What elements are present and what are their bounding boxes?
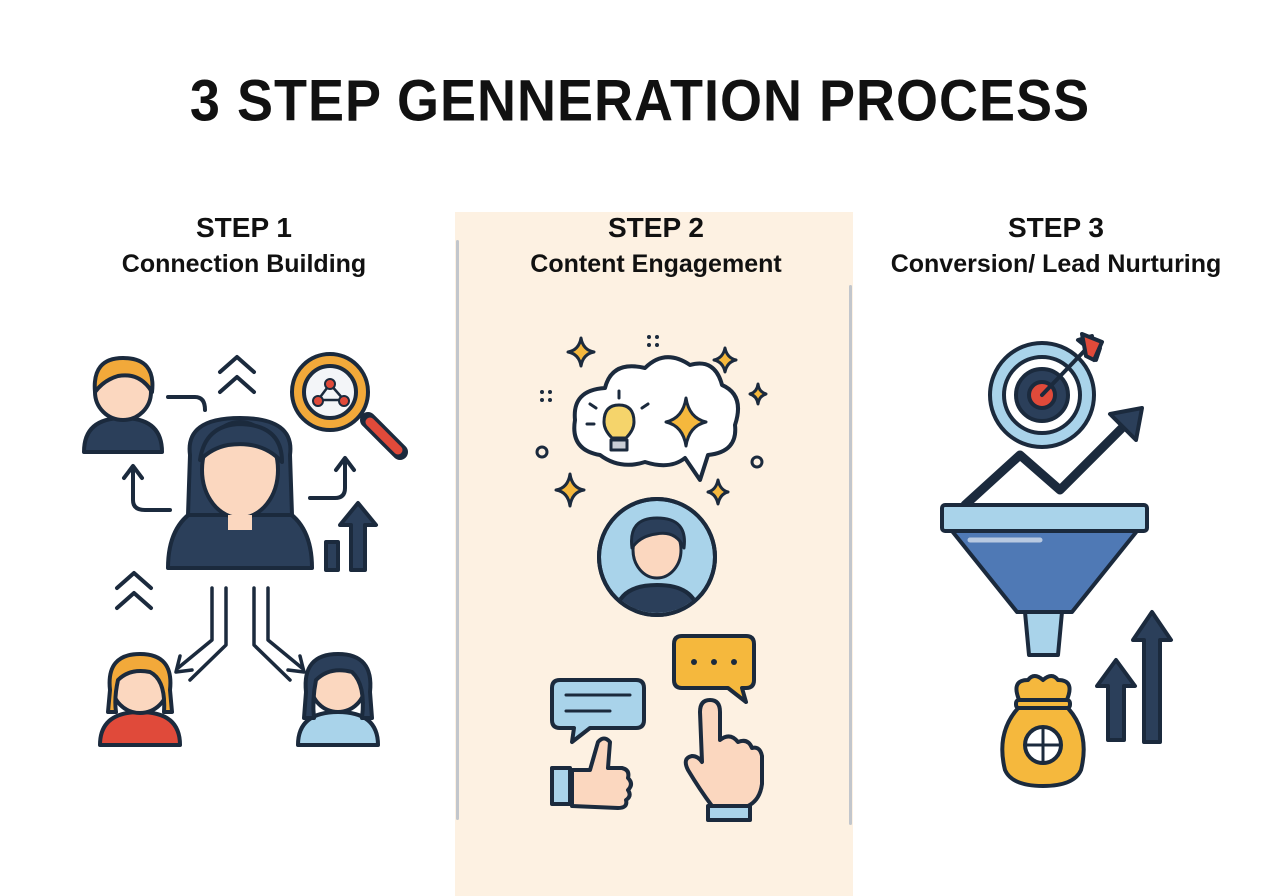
step-3-number: STEP 3 — [1008, 212, 1104, 243]
sparkle-icon — [554, 336, 768, 508]
funnel-icon — [940, 503, 1149, 657]
up-arrow-icon — [1095, 610, 1173, 744]
step-3-header: STEP 3 Conversion/ Lead Nurturing — [856, 210, 1256, 282]
chat-bubble-icon — [672, 634, 756, 704]
dots-decoration — [540, 335, 659, 402]
money-bag-icon — [1000, 674, 1086, 788]
chat-bubble-icon — [550, 678, 646, 744]
thought-cloud-icon — [572, 355, 740, 482]
pointing-hand-icon — [683, 698, 764, 822]
step-2-number: STEP 2 — [608, 212, 704, 243]
person-icon — [82, 356, 164, 454]
trend-arrow-icon — [960, 406, 1144, 510]
chevron-up-icon — [115, 571, 153, 610]
step-1-name: Connection Building — [121, 250, 367, 278]
divider-left — [456, 240, 459, 820]
step-1-header: STEP 1 Connection Building — [44, 210, 444, 282]
step-1-number: STEP 1 — [196, 212, 292, 243]
step-3-name: Conversion/ Lead Nurturing — [890, 250, 1222, 278]
person-icon — [296, 652, 380, 747]
lightbulb-icon — [585, 389, 650, 452]
thumbs-up-icon — [550, 736, 633, 810]
page-title: 3 STEP GENNERATION PROCESS — [189, 68, 1091, 134]
arrows-icon — [174, 586, 306, 682]
step-1-illustration — [82, 352, 408, 747]
chevron-up-icon — [218, 355, 256, 394]
avatar-icon — [597, 497, 717, 617]
step-3-illustration — [940, 332, 1173, 788]
step-2-illustration — [535, 335, 768, 822]
step-2-header: STEP 2 Content Engagement — [456, 210, 856, 282]
person-icon — [166, 416, 314, 570]
person-icon — [98, 652, 182, 747]
divider-right — [849, 285, 852, 825]
magnifier-network-icon — [290, 352, 408, 460]
step-2-name: Content Engagement — [530, 250, 782, 278]
growth-bars-icon — [324, 501, 378, 572]
target-icon — [988, 332, 1104, 449]
